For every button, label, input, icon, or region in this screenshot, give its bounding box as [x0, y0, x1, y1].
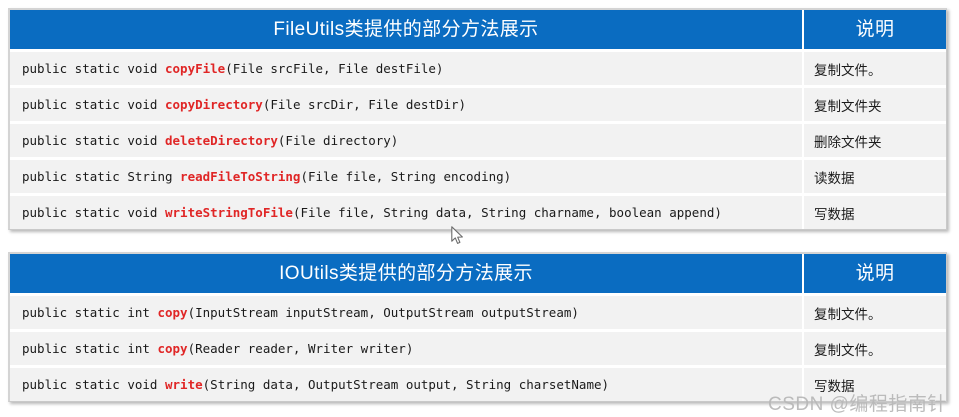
- signature-params: (File directory): [277, 133, 399, 148]
- ioutils-table-grid: IOUtils类提供的部分方法展示 说明 public static int c…: [10, 254, 946, 401]
- fileutils-table-header-row: FileUtils类提供的部分方法展示 说明: [10, 10, 946, 51]
- description-cell: 读数据: [803, 157, 946, 195]
- method-name: readFileToString: [180, 169, 301, 184]
- description-cell: 复制文件。: [803, 49, 946, 87]
- ioutils-header-description: 说明: [803, 254, 946, 295]
- method-name: copy: [157, 305, 188, 320]
- description-cell: 复制文件。: [803, 293, 946, 331]
- signature-prefix: public static String: [22, 169, 181, 184]
- description-cell: 复制文件。: [803, 329, 946, 367]
- method-signature-cell: public static void deleteDirectory(File …: [10, 121, 804, 159]
- method-signature-cell: public static void writeStringToFile(Fil…: [10, 193, 804, 229]
- signature-params: (String data, OutputStream output, Strin…: [202, 377, 610, 392]
- signature-params: (File file, String encoding): [300, 169, 512, 184]
- table-row: public static void copyDirectory(File sr…: [10, 85, 946, 123]
- table-row: public static void copyFile(File srcFile…: [10, 49, 946, 87]
- method-signature-cell: public static int copy(Reader reader, Wr…: [10, 329, 804, 367]
- signature-params: (Reader reader, Writer writer): [187, 341, 414, 356]
- ioutils-header-signature: IOUtils类提供的部分方法展示: [10, 254, 804, 295]
- method-signature-cell: public static int copy(InputStream input…: [10, 293, 804, 331]
- description-cell: 写数据: [803, 193, 946, 229]
- table-row: public static void deleteDirectory(File …: [10, 121, 946, 159]
- signature-prefix: public static int: [22, 341, 158, 356]
- table-row: public static void writeStringToFile(Fil…: [10, 193, 946, 229]
- method-signature-cell: public static String readFileToString(Fi…: [10, 157, 804, 195]
- method-signature-cell: public static void copyFile(File srcFile…: [10, 49, 804, 87]
- method-name: deleteDirectory: [165, 133, 278, 148]
- table-row: public static void write(String data, Ou…: [10, 365, 946, 401]
- signature-params: (InputStream inputStream, OutputStream o…: [187, 305, 579, 320]
- description-cell: 复制文件夹: [803, 85, 946, 123]
- signature-params: (File file, String data, String charname…: [292, 205, 722, 220]
- table-row: public static int copy(Reader reader, Wr…: [10, 329, 946, 367]
- method-name: copy: [157, 341, 188, 356]
- fileutils-method-table: FileUtils类提供的部分方法展示 说明 public static voi…: [8, 8, 947, 230]
- signature-prefix: public static void: [22, 61, 165, 76]
- method-name: writeStringToFile: [165, 205, 293, 220]
- signature-prefix: public static void: [22, 377, 165, 392]
- fileutils-table-grid: FileUtils类提供的部分方法展示 说明 public static voi…: [10, 10, 946, 229]
- description-cell: 写数据: [803, 365, 946, 401]
- method-signature-cell: public static void copyDirectory(File sr…: [10, 85, 804, 123]
- signature-prefix: public static void: [22, 205, 165, 220]
- ioutils-table-body: public static int copy(InputStream input…: [10, 293, 946, 401]
- signature-params: (File srcFile, File destFile): [225, 61, 444, 76]
- ioutils-method-table: IOUtils类提供的部分方法展示 说明 public static int c…: [8, 252, 947, 402]
- fileutils-table-body: public static void copyFile(File srcFile…: [10, 49, 946, 229]
- method-name: copyDirectory: [165, 97, 263, 112]
- ioutils-table-header-row: IOUtils类提供的部分方法展示 说明: [10, 254, 946, 295]
- fileutils-header-description: 说明: [803, 10, 946, 51]
- signature-prefix: public static void: [22, 133, 165, 148]
- signature-prefix: public static int: [22, 305, 158, 320]
- signature-params: (File srcDir, File destDir): [262, 97, 467, 112]
- table-row: public static String readFileToString(Fi…: [10, 157, 946, 195]
- method-signature-cell: public static void write(String data, Ou…: [10, 365, 804, 401]
- description-cell: 删除文件夹: [803, 121, 946, 159]
- signature-prefix: public static void: [22, 97, 165, 112]
- table-row: public static int copy(InputStream input…: [10, 293, 946, 331]
- method-name: write: [165, 377, 203, 392]
- method-name: copyFile: [165, 61, 226, 76]
- fileutils-header-signature: FileUtils类提供的部分方法展示: [10, 10, 804, 51]
